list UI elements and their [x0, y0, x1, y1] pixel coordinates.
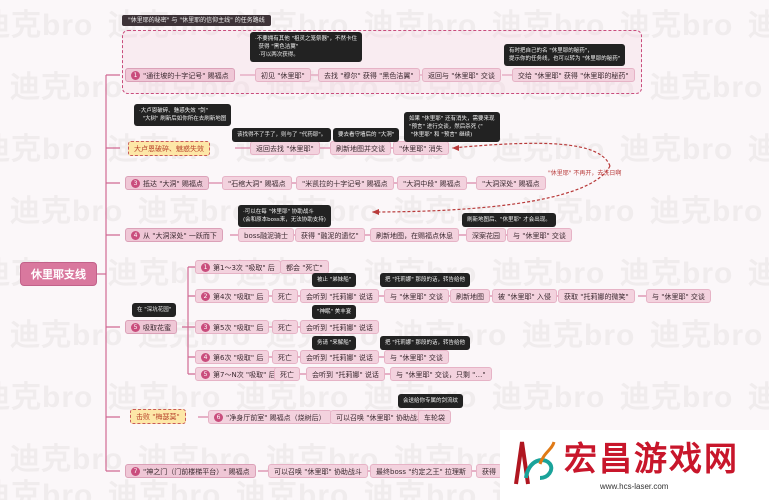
branch2-note-right: 如果 "休里耶" 还有消失，需要来现 "预言" 进行交谈，然后杀死 (" "休里… [404, 112, 500, 142]
row2-number: 2 [201, 291, 210, 301]
branch1-note-left: ·不要拥有其他 "祖灵之笼祭器"，不然卡住 获得 "黑色洁翼" ·可以两次获得。 [250, 32, 363, 62]
branch5-row4-step: 死亡 [272, 350, 298, 364]
branch7-step: 可以召唤 "休里耶" 协助战斗 [268, 464, 368, 478]
branch2-note-mid2: 要去看守墙后的 "大洞" [333, 128, 400, 142]
branch3-step: "石棺大洞" 赐福点 [222, 176, 292, 190]
branch4-step: 获得 "融泥的遗忆" [295, 228, 365, 242]
branch1-step: 初见 "休里耶" [255, 68, 311, 82]
branch7-step: 最终boss "约定之王" 拉理斯 [370, 464, 472, 478]
branch6-step: 6"净身厅前室" 赐福点（烧树后） [208, 410, 332, 424]
branch5-row3-step: 死亡 [272, 320, 298, 334]
branch5-row1-step: 都会 "死亡" [280, 260, 329, 274]
branch7-number: 7 [131, 466, 140, 476]
branch2-step: "休里耶" 消失 [393, 141, 449, 155]
branch4-note-right: 刷新地图后、"休里耶" 才会出现。 [462, 213, 556, 227]
branch5-note-b1: 被止 "弟妹船" [312, 273, 357, 287]
branch5-row5-step: 死亡 [274, 367, 300, 381]
branch4-note-left: ·可以在每 "休里耶" 协助战斗 (会和原本boss来，无法协助支持) [238, 205, 331, 227]
branch5-row4-step: 与 "休里耶" 交谈 [384, 350, 449, 364]
branch1-label: "通往坡的十字记号" 赐福点 [143, 72, 229, 80]
branch7-label: "神之门（门前楼梯平台）" 赐福点 [143, 468, 250, 476]
branch5-row5-step: 与 "休里耶" 交谈，只剩 "…" [390, 367, 492, 381]
branch5-row4-step: 会听到 "托莉娜" 说话 [300, 350, 379, 364]
branch4-step: boss融泥骑士 [238, 228, 295, 242]
branch5-label: 吸取花蜜 [143, 324, 171, 332]
site-logo[interactable]: 宏昌游戏网 www.hcs-laser.com [500, 430, 769, 500]
branch6-step: 车轮袋 [418, 410, 451, 424]
branch1-step: 返回与 "休里耶" 交谈 [422, 68, 501, 82]
branch1-note-right: 有时把自己的名 "休里耶的秘药"， 提示你的任务线，也可以转为 "休里耶的秘药" [504, 44, 626, 66]
row4-label: 第6次 "吸取" 后 [213, 354, 264, 362]
branch5-note-left: 在 "深坑花园" [132, 303, 177, 317]
branch5-row2-step: 死亡 [272, 289, 298, 303]
row3-label: 第5次 "吸取" 后 [213, 324, 264, 332]
branch5-row2-step: 获取 "托莉娜的微笑" [558, 289, 635, 303]
branch5-row2-step: 会听到 "托莉娜" 说话 [300, 289, 379, 303]
logo-url[interactable]: www.hcs-laser.com [600, 482, 669, 491]
branch6-node: 击败 "梅瑟莫" [130, 409, 186, 424]
branch2-red-note: "休里耶" 不再开，去洗日啊 [548, 170, 622, 177]
row4-number: 4 [201, 352, 210, 362]
branch2-step: 返回去找 "休里耶" [250, 141, 320, 155]
branch3-number: 3 [131, 178, 140, 188]
branch3-step: "米凯拉的十字记号" 赐福点 [296, 176, 394, 190]
row5-number: 5 [201, 369, 210, 379]
branch5-number: 5 [131, 322, 140, 332]
branch2-note-mid: 该找得不了手了，则与了 "代药耶"。 [232, 128, 332, 142]
branch5-note-d2: 把 "托莉娜" 那段的话，转告给他 [380, 336, 471, 350]
branch2-note-top: ·大卢恩破碎、魅惑失效 "剑" "大树" 刷新后如你所在去刷新地图 [134, 104, 232, 126]
branch3-step: "大洞深处" 赐福点 [476, 176, 546, 190]
branch4-label: 从 "大洞深处" 一跃而下 [143, 232, 217, 240]
branch7-step: 获得 [476, 464, 502, 478]
branch1-step: 交给 "休里耶" 获得 "休里耶的秘药" [512, 68, 635, 82]
logo-mark-icon [514, 441, 556, 485]
branch1-step: 去找 "穆尔" 获得 "黑色洁翼" [318, 68, 420, 82]
branch4-step: 刷新地图，在赐福点休息 [370, 228, 459, 242]
branch4-step: 深案花园 [466, 228, 506, 242]
branch5-note-b2: 把 "托莉娜" 那段的话，转告给他 [380, 273, 471, 287]
branch1-node: 1"通往坡的十字记号" 赐福点 [125, 68, 235, 82]
row1-label: 第1～3次 "吸取" 后 [213, 264, 275, 272]
row3-number: 3 [201, 322, 210, 332]
branch6-number: 6 [214, 412, 223, 422]
branch6-note: 会送给你专属的剑流纹 [398, 394, 464, 408]
root-node: 休里耶支线 [20, 262, 97, 286]
logo-title: 宏昌游戏网 [564, 439, 739, 478]
branch4-step: 与 "休里耶" 交谈 [507, 228, 572, 242]
branch3-label: 抵达 "大洞" 赐福点 [143, 180, 203, 188]
branch5-row2-step: 与 "休里耶" 交谈 [384, 289, 449, 303]
row5-label: 第7～N次 "吸取" 后 [213, 371, 276, 379]
branch6-step: 可以召唤 "休里耶" 协助战斗 [330, 410, 430, 424]
row1-number: 1 [201, 262, 210, 272]
diagram-header: "休里耶的秘密" 与 "休里耶的信仰主线" 的任务路线 [122, 15, 271, 26]
branch2-step: 刷新地图并交谈 [330, 141, 391, 155]
branch5-row2-step: 被 "休里耶" 入侵 [492, 289, 557, 303]
branch1-number: 1 [131, 70, 140, 80]
branch5-row3-step: 会听到 "托莉娜" 说话 [300, 320, 379, 334]
branch5-row5-step: 会听到 "托莉娜" 说话 [306, 367, 385, 381]
row2-label: 第4次 "吸取" 后 [213, 293, 264, 301]
branch3-step: "大洞中段" 赐福点 [397, 176, 467, 190]
branch5-note-c: "神眠" 美丰宴 [312, 305, 357, 319]
branch5-note-d1: 务请 "来解船" [312, 336, 357, 350]
branch2-node: 大卢恩破碎、魅惑失效 [128, 141, 210, 156]
branch6-step-label: "净身厅前室" 赐福点（烧树后） [226, 414, 326, 422]
branch7-node: 7"神之门（门前楼梯平台）" 赐福点 [125, 464, 256, 478]
branch5-row2-step: 与 "休里耶" 交谈 [646, 289, 711, 303]
branch4-number: 4 [131, 230, 140, 240]
branch5-row2-step: 刷新地图 [450, 289, 490, 303]
